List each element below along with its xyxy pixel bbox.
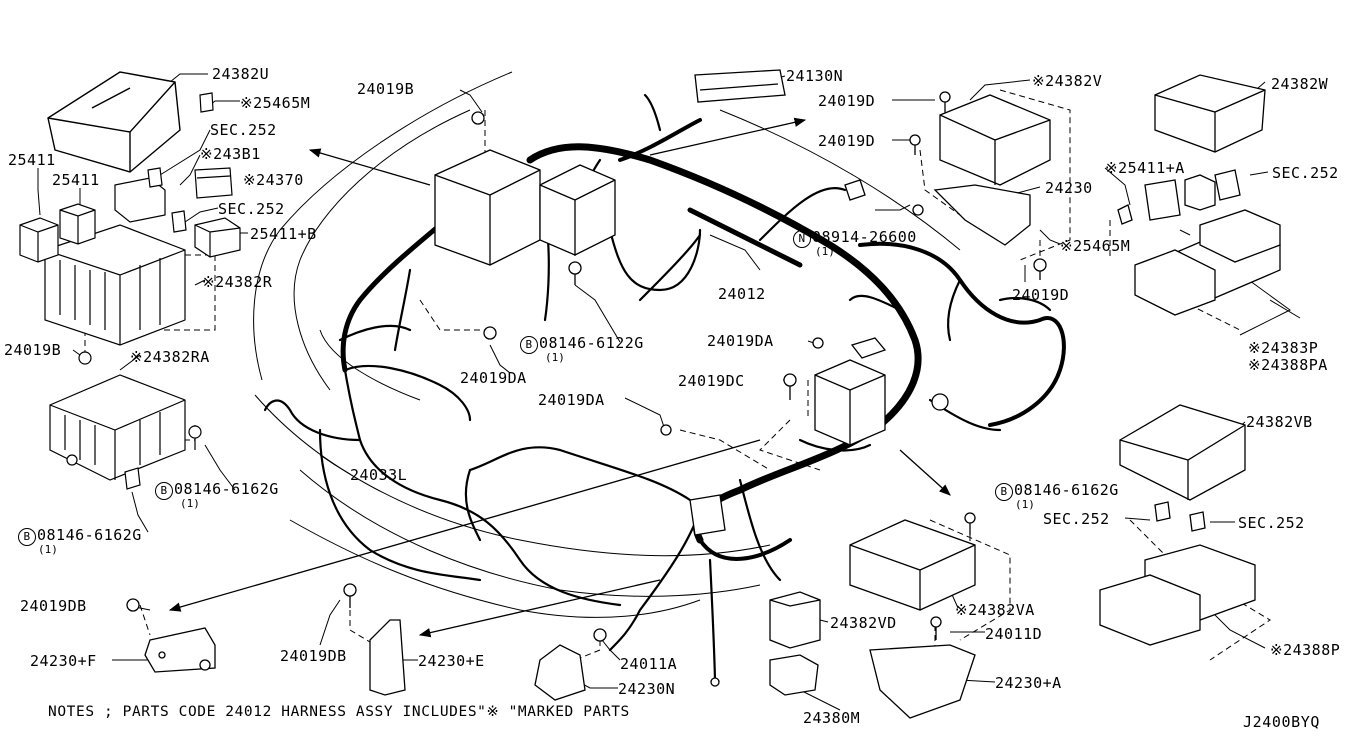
label-24130N: 24130N [786,67,844,85]
qty-label: (1) [815,245,835,258]
label-sec252: SEC.252 [1272,164,1339,182]
label-24011A: 24011A [620,655,678,673]
main-harness-24012 [340,118,1066,561]
label-243B1: ※243B1 [200,145,261,163]
part-leaders [37,73,1301,711]
label-sec252: SEC.252 [218,200,285,218]
label-24033L: 24033L [350,466,408,484]
bolt-symbol: B [155,482,173,500]
label-25411A: ※25411+A [1105,159,1185,177]
diagram-code: J2400BYQ [1243,713,1321,731]
parts-note: NOTES ; PARTS CODE 24012 HARNESS ASSY IN… [48,704,630,720]
label-25411: 25411 [8,151,56,169]
junction-blocks-center [434,69,1051,536]
parts-right [769,74,1281,719]
label-25411B: 25411+B [250,225,317,243]
label-24382R: ※24382R [202,273,273,291]
label-24382W: 24382W [1271,75,1329,93]
label-25465M: ※25465M [240,94,311,112]
label-24019D: 24019D [818,132,876,150]
label-24382VD: 24382VD [830,614,897,632]
label-24230E: 24230+E [418,652,485,670]
bolt-symbol: B [18,528,36,546]
label-24019B: 24019B [4,341,62,359]
label-24019D: 24019D [818,92,876,110]
direction-arrows [168,117,951,638]
label-24019DA: 24019DA [538,391,605,409]
label-24382U: 24382U [212,65,270,83]
label-24011D: 24011D [985,625,1043,643]
label-24019DA: 24019DA [707,332,774,350]
label-24019DC: 24019DC [678,372,745,390]
bolt-symbol: B [520,336,538,354]
fuse-box-cover-24382U [47,71,181,173]
label-24382RA: ※24382RA [130,348,210,366]
qty-label: (1) [1015,498,1035,511]
bolt-symbol: B [995,483,1013,501]
label-24230A: 24230+A [995,674,1062,692]
label-24380M: 24380M [803,709,861,727]
label-24230F: 24230+F [30,652,97,670]
label-24012: 24012 [718,285,766,303]
label-sec252: SEC.252 [210,121,277,139]
label-24019DA: 24019DA [460,369,527,387]
label-24019DB: 24019DB [280,647,347,665]
nut-symbol: N [793,230,811,248]
label-24019B: 24019B [357,80,415,98]
relay-box-24382R [44,224,186,346]
label-24230N: 24230N [618,680,676,698]
label-24382VA: ※24382VA [955,601,1035,619]
brackets-bottom [126,583,720,701]
qty-label: (1) [180,497,200,510]
label-24382VB: 24382VB [1246,413,1313,431]
label-24230: 24230 [1045,179,1093,197]
label-24383P: ※24383P [1248,339,1319,357]
label-24370: ※24370 [243,171,304,189]
label-24019DB: 24019DB [20,597,87,615]
label-24382V: ※24382V [1032,72,1103,90]
harness-branches [263,93,1052,682]
label-25465M: ※25465M [1060,237,1131,255]
qty-label: (1) [545,351,565,364]
bracket-24382RA [49,374,186,481]
label-24388P: ※24388P [1270,641,1341,659]
label-25411: 25411 [52,171,100,189]
label-sec252: SEC.252 [1238,514,1305,532]
relays-left [19,92,241,490]
label-sec252: SEC.252 [1043,510,1110,528]
label-24019D: 24019D [1012,286,1070,304]
qty-label: (1) [38,543,58,556]
label-24388PA: ※24388PA [1248,356,1328,374]
